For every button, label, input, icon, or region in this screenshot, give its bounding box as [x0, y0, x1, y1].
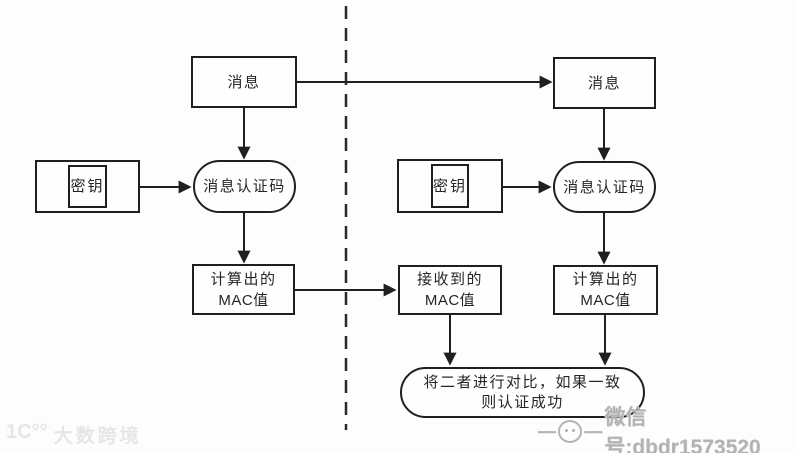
node-label-line2: 则认证成功: [481, 393, 564, 411]
node-received-mac: 接收到的 MAC值: [398, 265, 502, 315]
node-label: 消息: [587, 74, 621, 92]
watermark-wechat: — — 微信号:dbdr1573520: [538, 401, 795, 453]
double-border-inner: 密钥: [68, 165, 107, 208]
node-mac-function-sender: 消息认证码: [193, 160, 296, 213]
watermark-brand: 1C°° 大数跨境: [6, 421, 142, 448]
brand-logo-icon: 1C°°: [6, 421, 48, 443]
node-label-line2: MAC值: [218, 291, 269, 309]
node-mac-function-receiver: 消息认证码: [553, 161, 656, 213]
node-label: 密钥: [432, 177, 467, 195]
node-label: 消息: [227, 73, 261, 91]
node-label-line1: 接收到的: [416, 271, 483, 288]
node-message-sender: 消息: [191, 56, 297, 108]
node-label-line2: MAC值: [580, 292, 631, 309]
node-computed-mac-sender: 计算出的 MAC值: [192, 264, 295, 315]
dash-decoration: —: [538, 420, 556, 441]
node-label-line2: MAC值: [424, 292, 476, 309]
node-computed-mac-receiver: 计算出的 MAC值: [553, 265, 658, 315]
dash-decoration: —: [584, 420, 603, 441]
node-label: 消息认证码: [563, 178, 646, 196]
node-key-sender: 密钥: [35, 160, 140, 213]
node-label: 消息认证码: [203, 178, 286, 195]
node-label: 密钥: [70, 178, 105, 195]
node-label-line1: 将二者进行对比，如果一致: [423, 373, 622, 391]
node-key-receiver: 密钥: [397, 159, 503, 213]
watermark-wechat-text: 微信号:dbdr1573520: [604, 406, 761, 453]
node-label-line1: 计算出的: [210, 270, 277, 288]
smiley-face-icon: [558, 419, 583, 443]
watermark-brand-text: 大数跨境: [53, 426, 142, 447]
double-border-inner: 密钥: [430, 164, 469, 208]
node-label-line1: 计算出的: [572, 271, 639, 288]
node-compare-result: 将二者进行对比，如果一致 则认证成功: [400, 367, 645, 418]
node-message-receiver: 消息: [553, 57, 656, 109]
